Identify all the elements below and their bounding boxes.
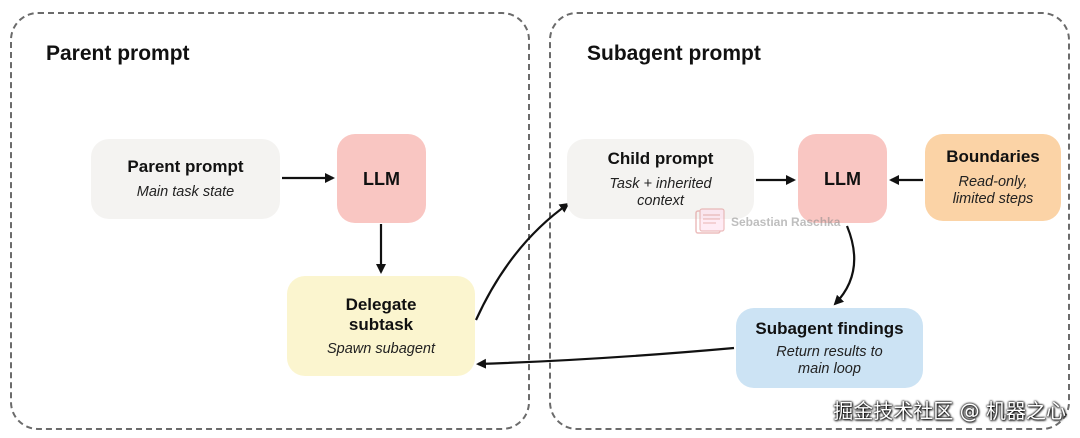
- child-prompt-subtitle: Task + inherited context: [609, 175, 712, 209]
- llm-parent-node: LLM: [337, 134, 426, 223]
- parent-panel: [10, 12, 530, 430]
- subagent-findings-node: Subagent findings Return results to main…: [736, 308, 923, 388]
- footer-credit: 掘金技术社区 @ 机器之心: [833, 399, 1066, 423]
- llm-subagent-label: LLM: [824, 168, 861, 189]
- parent-prompt-node: Parent prompt Main task state: [91, 139, 280, 219]
- delegate-title: Delegate subtask: [345, 294, 417, 334]
- parent-panel-title: Parent prompt: [46, 42, 190, 65]
- delegate-subtitle: Spawn subagent: [326, 340, 436, 357]
- boundaries-subtitle: Read-only, limited steps: [952, 174, 1034, 207]
- delegate-subtask-node: Delegate subtask Spawn subagent: [287, 276, 475, 376]
- arrow-delegate-to-child: [474, 202, 570, 321]
- boundaries-title: Boundaries: [946, 147, 1040, 166]
- subagent-panel-title: Subagent prompt: [587, 42, 761, 65]
- watermark-logo-icon: [695, 208, 725, 234]
- arrow-findings-to-delegate: [476, 346, 735, 369]
- child-prompt-title: Child prompt: [607, 148, 714, 168]
- child-prompt-node: Child prompt Task + inherited context: [567, 139, 754, 219]
- boundaries-node: Boundaries Read-only, limited steps: [925, 134, 1061, 221]
- arrow-llm-to-findings: [833, 225, 856, 306]
- findings-title: Subagent findings: [755, 318, 904, 338]
- watermark-author-text: Sebastian Raschka: [731, 215, 841, 229]
- parent-prompt-subtitle: Main task state: [136, 184, 235, 200]
- llm-subagent-node: LLM: [798, 134, 887, 223]
- parent-prompt-title: Parent prompt: [127, 157, 244, 176]
- subagent-panel: [549, 12, 1070, 430]
- llm-parent-label: LLM: [363, 168, 400, 189]
- findings-subtitle: Return results to main loop: [776, 343, 883, 377]
- author-watermark: Sebastian Raschka: [694, 208, 840, 236]
